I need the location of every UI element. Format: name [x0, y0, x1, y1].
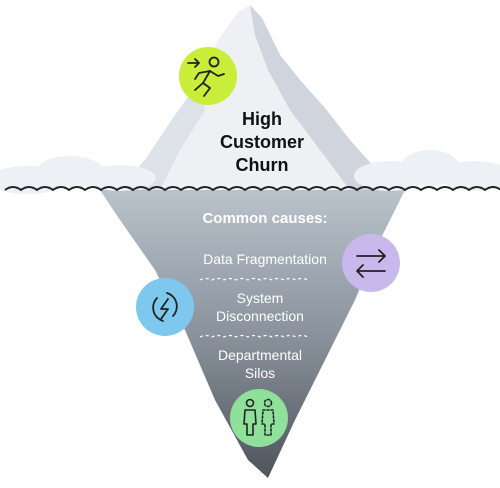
iceberg-title: High Customer Churn: [196, 108, 328, 177]
title-line-2: Customer: [219, 132, 304, 152]
cause-1-line-1: Data Fragmentation: [203, 251, 327, 267]
cause-3-line-2: Silos: [244, 365, 276, 381]
cause-3-line-1: Departmental: [217, 347, 303, 363]
iceberg-underwater: [100, 190, 405, 478]
cause-2-line-1: System: [236, 290, 284, 306]
iceberg-tip-shadow: [250, 5, 398, 190]
cause-system-disconnection: System Disconnection: [180, 289, 340, 325]
clouds: [0, 150, 500, 194]
people-split-icon: [230, 389, 288, 447]
cause-data-fragmentation: Data Fragmentation: [150, 250, 380, 268]
water-line: [4, 186, 500, 192]
running-person-icon: [179, 47, 237, 105]
separators: [199, 277, 309, 338]
broken-link-icon: [136, 278, 194, 336]
cause-2-line-2: Disconnection: [216, 308, 304, 324]
causes-heading: Common causes:: [202, 210, 328, 227]
title-line-1: High: [242, 109, 282, 129]
iceberg-tip-shade: [118, 80, 205, 190]
cause-departmental-silos: Departmental Silos: [180, 346, 340, 382]
title-line-3: Churn: [235, 155, 289, 175]
arrows-exchange-icon: [342, 234, 400, 292]
